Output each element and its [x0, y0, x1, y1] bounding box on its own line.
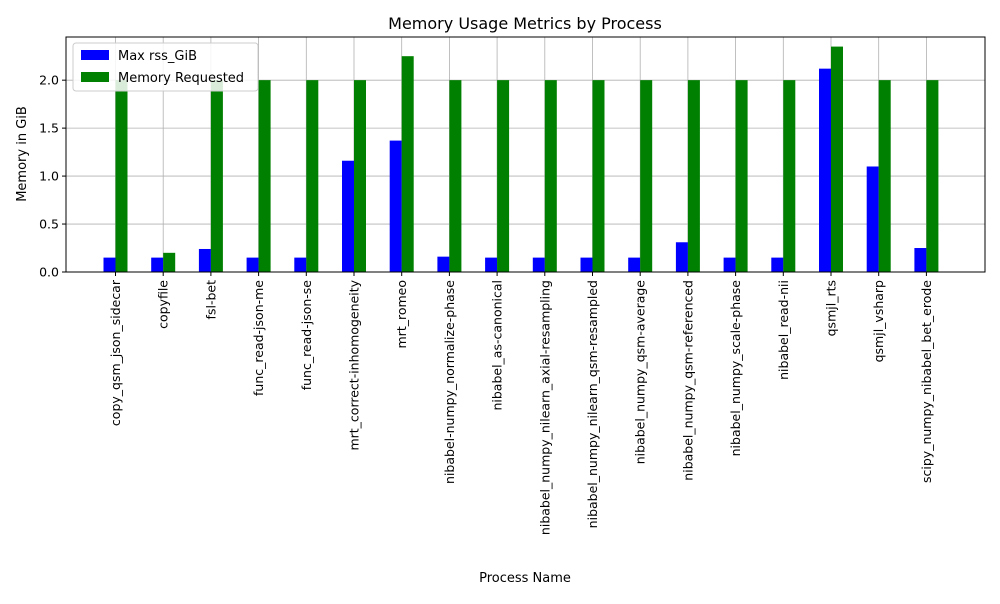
legend: Max rss_GiB Memory Requested	[72, 42, 259, 92]
bar-memory-requested	[258, 80, 271, 272]
y-axis-ticks: 0.0 0.5 1.0 1.5 2.0	[39, 73, 66, 280]
bar-max-rss	[723, 257, 736, 272]
x-tick-label: nibabel_numpy_scale-phase	[728, 280, 743, 457]
x-tick-label: func_read-json-se	[299, 280, 314, 391]
x-tick-label: copyfile	[156, 280, 171, 329]
x-tick-label: nibabel_numpy_qsm-referenced	[680, 280, 695, 481]
bar-max-rss	[580, 257, 593, 272]
x-tick-label: fsl-bet	[203, 280, 218, 320]
bar-memory-requested	[926, 80, 939, 272]
bar-max-rss	[198, 248, 211, 272]
x-tick-label: mrt_correct-inhomogeneity	[347, 279, 362, 450]
x-tick-label: nibabel_as-canonical	[490, 280, 505, 411]
bar-memory-requested	[640, 80, 653, 272]
y-tick-label: 0.5	[39, 217, 59, 232]
x-tick-label: nibabel_read-nii	[776, 280, 791, 380]
x-tick-label: nibabel_numpy_qsm-average	[633, 280, 648, 465]
bar-max-rss	[437, 256, 450, 272]
bar-max-rss	[389, 140, 402, 272]
y-tick-label: 1.5	[39, 121, 59, 136]
bar-memory-requested	[687, 80, 700, 272]
bar-memory-requested	[735, 80, 748, 272]
x-tick-label: nibabel_numpy_nilearn_qsm-resampled	[585, 280, 600, 528]
legend-label-max-rss: Max rss_GiB	[118, 49, 197, 64]
bars	[103, 46, 939, 273]
bar-memory-requested	[449, 80, 462, 272]
bar-memory-requested	[878, 80, 891, 272]
x-tick-label: qsmjl_vsharp	[871, 280, 886, 362]
bar-max-rss	[342, 160, 354, 272]
chart-title: Memory Usage Metrics by Process	[388, 14, 662, 33]
x-tick-label: qsmjl_rts	[824, 280, 839, 336]
x-tick-label: nibabel-numpy_normalize-phase	[442, 280, 457, 484]
bar-memory-requested	[592, 80, 605, 272]
bar-memory-requested	[306, 80, 319, 272]
bar-max-rss	[103, 257, 116, 272]
bar-memory-requested	[401, 56, 414, 273]
x-axis-ticks: copy_qsm_json_sidecar copyfile fsl-bet func…	[108, 272, 934, 535]
bar-memory-requested	[783, 80, 796, 272]
bar-memory-requested	[115, 80, 128, 272]
bar-memory-requested	[831, 46, 843, 273]
bar-memory-requested	[354, 80, 366, 272]
bar-memory-requested	[544, 80, 557, 272]
x-tick-label: copy_qsm_json_sidecar	[108, 279, 123, 426]
legend-swatch-memory-requested	[81, 72, 109, 82]
x-tick-label: nibabel_numpy_nilearn_axial-resampling	[537, 280, 552, 535]
bar-max-rss	[819, 68, 831, 272]
bar-memory-requested	[210, 80, 223, 272]
y-tick-label: 0.0	[39, 265, 59, 280]
y-tick-label: 2.0	[39, 73, 59, 88]
x-axis-label: Process Name	[479, 571, 571, 586]
bar-memory-requested	[497, 80, 510, 272]
x-tick-label: func_read-json-me	[251, 280, 266, 396]
bar-max-rss	[294, 257, 307, 272]
plot-frame	[65, 36, 986, 273]
bar-max-rss	[151, 257, 164, 272]
x-tick-label: scipy_numpy_nibabel_bet_erode	[919, 280, 934, 483]
bar-max-rss	[866, 166, 879, 272]
y-axis-label: Memory in GiB	[15, 106, 30, 202]
bar-max-rss	[914, 248, 927, 272]
bar-memory-requested	[163, 252, 176, 272]
x-tick-label: mrt_romeo	[394, 280, 409, 349]
bar-max-rss	[675, 242, 688, 272]
legend-label-memory-requested: Memory Requested	[118, 71, 244, 86]
bar-max-rss	[771, 257, 784, 272]
y-tick-label: 1.0	[39, 169, 59, 184]
bar-max-rss	[628, 257, 641, 272]
legend-box	[72, 42, 259, 92]
legend-swatch-max-rss	[81, 50, 109, 60]
bar-max-rss	[485, 257, 498, 272]
bar-max-rss	[246, 257, 259, 272]
bar-max-rss	[532, 257, 545, 272]
